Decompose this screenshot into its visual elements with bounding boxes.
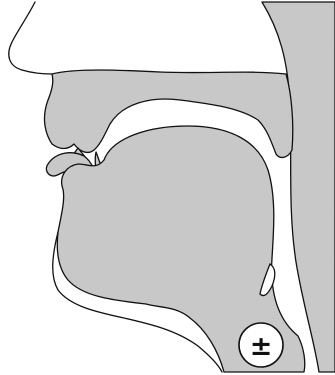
nose-profile bbox=[9, 2, 52, 74]
voicing-indicator: ± bbox=[239, 323, 283, 367]
voicing-symbol: ± bbox=[250, 331, 273, 362]
